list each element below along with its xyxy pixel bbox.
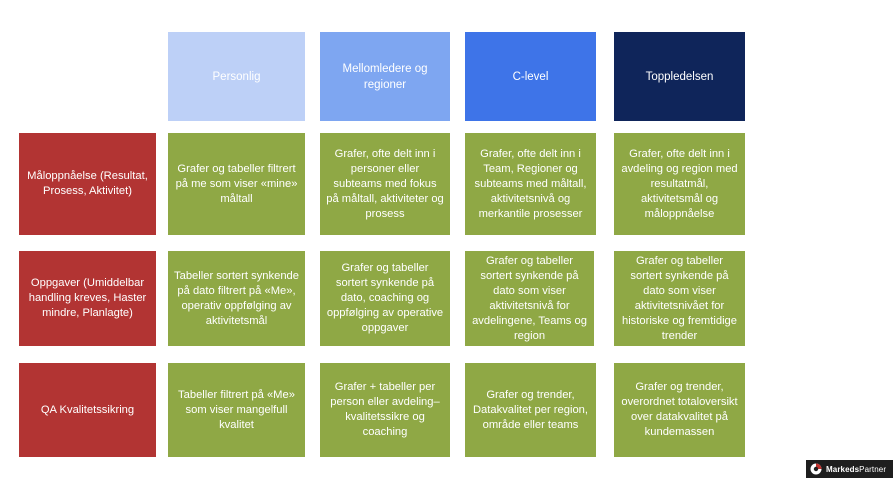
cell-maloppnaelse-mellomledere: Grafer, ofte delt inn i personer eller s… <box>320 133 450 235</box>
header-personlig: Personlig <box>168 32 305 121</box>
row-label-maloppnaelse: Måloppnåelse (Resultat, Prosess, Aktivit… <box>19 133 156 235</box>
cell-qa-personlig: Tabeller filtrert på «Me» som viser mang… <box>168 363 305 457</box>
cell-maloppnaelse-toppledelsen: Grafer, ofte delt inn i avdeling og regi… <box>614 133 745 235</box>
markedspartner-logo: MarkedsPartner <box>806 460 893 478</box>
row-label-oppgaver: Oppgaver (Umiddelbar handling kreves, Ha… <box>19 251 156 346</box>
header-mellomledere: Mellomledere og regioner <box>320 32 450 121</box>
cell-oppgaver-c-level: Grafer og tabeller sortert synkende på d… <box>465 251 594 346</box>
cell-maloppnaelse-c-level: Grafer, ofte delt inn i Team, Regioner o… <box>465 133 596 235</box>
logo-text-regular: Partner <box>859 464 887 474</box>
cell-oppgaver-mellomledere: Grafer og tabeller sortert synkende på d… <box>320 251 450 346</box>
row-label-qa-kvalitetssikring: QA Kvalitetssikring <box>19 363 156 457</box>
cell-oppgaver-toppledelsen: Grafer og tabeller sortert synkende på d… <box>614 251 745 346</box>
header-c-level: C-level <box>465 32 596 121</box>
markedspartner-logo-icon <box>810 463 822 475</box>
logo-text-bold: Markeds <box>826 464 860 474</box>
cell-qa-toppledelsen: Grafer og trender, overordnet totalovers… <box>614 363 745 457</box>
cell-qa-c-level: Grafer og trender, Datakvalitet per regi… <box>465 363 596 457</box>
cell-oppgaver-personlig: Tabeller sortert synkende på dato filtre… <box>168 251 305 346</box>
header-toppledelsen: Toppledelsen <box>614 32 745 121</box>
logo-text: MarkedsPartner <box>826 465 886 474</box>
cell-maloppnaelse-personlig: Grafer og tabeller filtrert på me som vi… <box>168 133 305 235</box>
cell-qa-mellomledere: Grafer + tabeller per person eller avdel… <box>320 363 450 457</box>
